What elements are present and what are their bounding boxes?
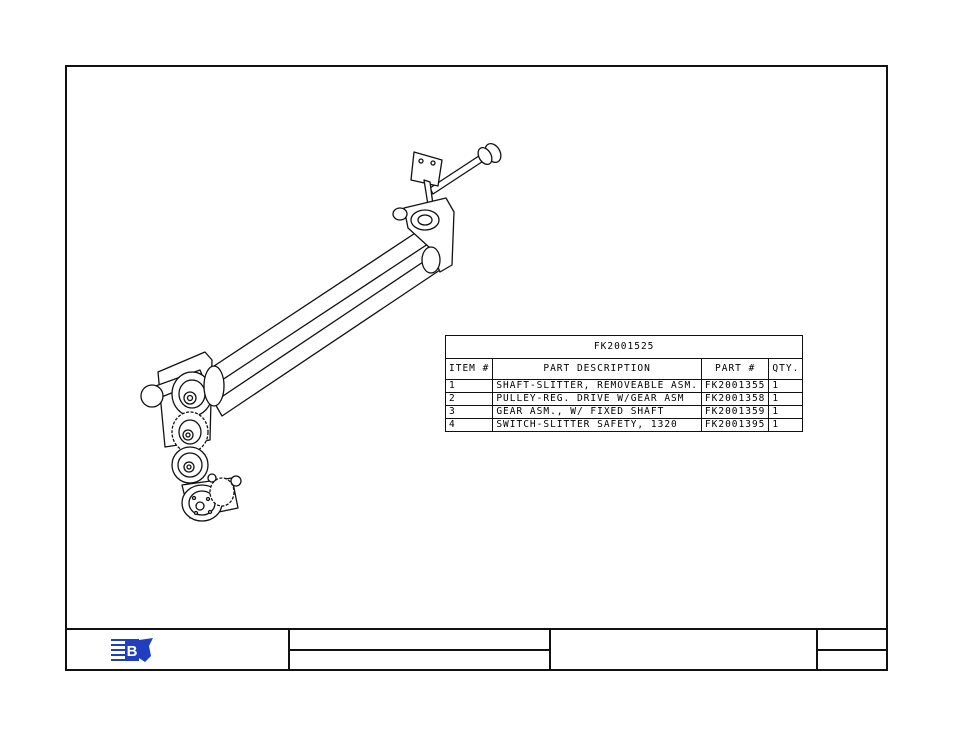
logo-letter: B: [127, 643, 138, 660]
title-block-description-cell: [288, 651, 549, 669]
bom-qty: 1: [769, 419, 803, 432]
bom-description: SHAFT-SLITTER, REMOVEABLE ASM.: [493, 380, 702, 393]
bill-of-materials-table: FK2001525 ITEM # PART DESCRIPTION PART #…: [445, 335, 803, 432]
bom-qty: 1: [769, 393, 803, 406]
bom-item: 3: [446, 406, 493, 419]
title-block-drawing-title-cell: [288, 630, 549, 651]
bom-part-number: FK2001395: [701, 419, 768, 432]
title-block-sheet-cell: [816, 651, 886, 669]
title-block: B: [65, 628, 888, 671]
bom-part-number: FK2001358: [701, 393, 768, 406]
bom-qty: 1: [769, 406, 803, 419]
bom-description: SWITCH-SLITTER SAFETY, 1320: [493, 419, 702, 432]
brand-logo-icon: B: [111, 636, 153, 666]
table-row: 2 PULLEY-REG. DRIVE W/GEAR ASM FK2001358…: [446, 393, 803, 406]
title-block-drawing-number-cell: [549, 630, 816, 669]
bom-header-row: ITEM # PART DESCRIPTION PART # QTY.: [446, 359, 803, 380]
bom-item: 1: [446, 380, 493, 393]
table-row: 1 SHAFT-SLITTER, REMOVEABLE ASM. FK20013…: [446, 380, 803, 393]
bom-assembly-number: FK2001525: [446, 336, 803, 359]
bom-header-description: PART DESCRIPTION: [493, 359, 702, 380]
bom-item: 4: [446, 419, 493, 432]
bom-title-row: FK2001525: [446, 336, 803, 359]
bom-description: PULLEY-REG. DRIVE W/GEAR ASM: [493, 393, 702, 406]
table-row: 4 SWITCH-SLITTER SAFETY, 1320 FK2001395 …: [446, 419, 803, 432]
bom-part-number: FK2001355: [701, 380, 768, 393]
bom-part-number: FK2001359: [701, 406, 768, 419]
bom-item: 2: [446, 393, 493, 406]
bom-header-qty: QTY.: [769, 359, 803, 380]
title-block-revision-cell: [816, 630, 886, 651]
bom-qty: 1: [769, 380, 803, 393]
table-row: 3 GEAR ASM., W/ FIXED SHAFT FK2001359 1: [446, 406, 803, 419]
bom-header-part: PART #: [701, 359, 768, 380]
bom-description: GEAR ASM., W/ FIXED SHAFT: [493, 406, 702, 419]
bom-header-item: ITEM #: [446, 359, 493, 380]
